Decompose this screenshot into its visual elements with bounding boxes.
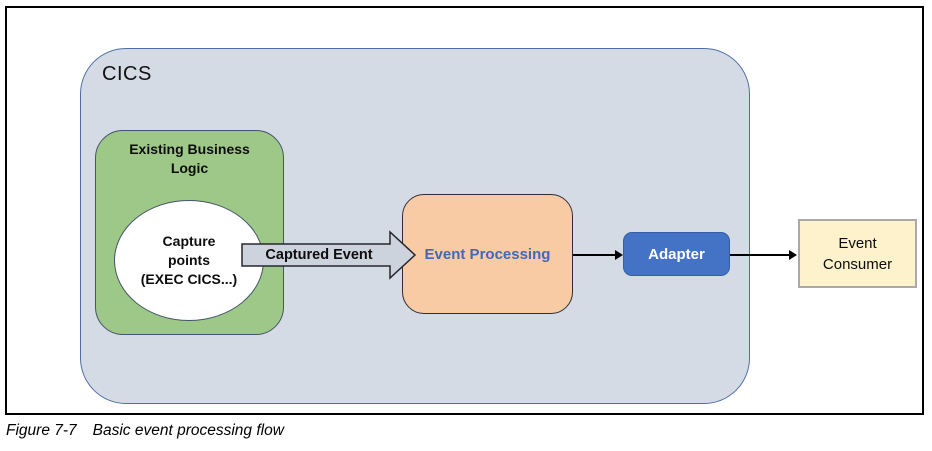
adapter-shape: Adapter <box>623 232 730 276</box>
figure-caption-title: Basic event processing flow <box>92 422 284 439</box>
captured-event-label: Captured Event <box>265 247 373 263</box>
event-consumer-shape: Event Consumer <box>798 219 917 288</box>
captured-event-arrow-icon <box>241 230 417 280</box>
existing-business-logic-label: Existing Business Logic <box>129 141 250 176</box>
figure-frame: CICS Existing Business Logic Capture poi… <box>5 6 924 415</box>
event-processing-label: Event Processing <box>424 245 551 263</box>
cics-label: CICS <box>102 63 152 85</box>
figure-caption-number: Figure 7-7 <box>6 422 77 439</box>
arrow-processing-to-adapter-icon <box>573 250 623 260</box>
event-consumer-label: Event Consumer <box>822 234 893 273</box>
arrow-adapter-to-consumer-icon <box>730 250 797 260</box>
capture-points-shape: Capture points (EXEC CICS...) <box>114 200 264 321</box>
capture-points-label: Capture points (EXEC CICS...) <box>140 233 238 287</box>
event-processing-shape: Event Processing <box>402 194 573 314</box>
adapter-label: Adapter <box>648 245 705 263</box>
figure-caption: Figure 7-7 Basic event processing flow <box>6 422 284 440</box>
